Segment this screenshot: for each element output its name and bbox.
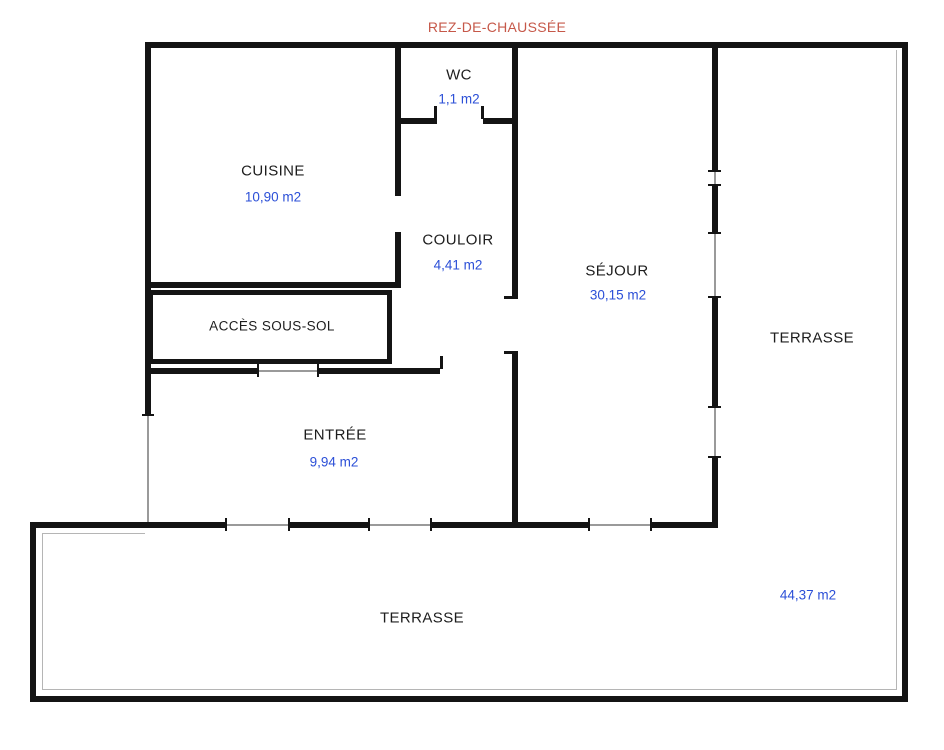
door-jamb-wc bbox=[434, 106, 437, 119]
acces-sous-sol-box bbox=[148, 290, 392, 364]
wall-bottom-seg4 bbox=[652, 522, 718, 528]
window-bottom-3 bbox=[588, 524, 652, 526]
wall-wc-bottom-left bbox=[395, 118, 437, 124]
room-area-sejour: 30,15 m2 bbox=[589, 287, 647, 303]
terrace-wall-left bbox=[30, 522, 36, 702]
window-jamb bbox=[288, 518, 290, 531]
window-jamb bbox=[650, 518, 652, 531]
wall-entree-top-seg2 bbox=[318, 368, 440, 374]
wall-bottom-seg3 bbox=[432, 522, 588, 528]
room-area-wc: 1,1 m2 bbox=[438, 91, 480, 107]
window-bottom-2 bbox=[368, 524, 432, 526]
wall-cuisine-bottom bbox=[145, 282, 401, 288]
wall-cuisine-right-upper bbox=[395, 124, 401, 196]
window-jamb bbox=[708, 170, 721, 172]
wall-sejour-left-upper bbox=[512, 42, 518, 298]
window-jamb bbox=[368, 518, 370, 531]
terrace-wall-topleft bbox=[30, 522, 145, 528]
window-jamb bbox=[588, 518, 590, 531]
window-left bbox=[147, 415, 149, 522]
terrace-wall-right bbox=[902, 42, 908, 702]
window-jamb bbox=[708, 232, 721, 234]
room-area-cuisine: 10,90 m2 bbox=[244, 189, 302, 205]
room-label-cuisine: CUISINE bbox=[241, 162, 305, 180]
window-jamb bbox=[430, 518, 432, 531]
room-area-entree: 9,94 m2 bbox=[309, 454, 359, 470]
room-label-terrasse-right: TERRASSE bbox=[769, 329, 855, 347]
door-jamb-sejour bbox=[504, 296, 518, 299]
wall-bottom-seg1 bbox=[145, 522, 225, 528]
room-label-couloir: COULOIR bbox=[422, 231, 494, 249]
room-label-terrasse-bottom: TERRASSE bbox=[379, 609, 465, 627]
room-area-terrasse-bottom: 44,37 m2 bbox=[779, 587, 837, 603]
window-jamb bbox=[708, 456, 721, 458]
room-label-sejour: SÉJOUR bbox=[585, 262, 649, 280]
wall-cuisine-right-lower bbox=[395, 232, 401, 288]
window-right-3 bbox=[714, 406, 716, 458]
wall-entree-top-seg1 bbox=[145, 368, 258, 374]
terrace-inner-line-topleft bbox=[42, 533, 145, 534]
wall-wc-bottom-right bbox=[483, 118, 518, 124]
terrace-inner-line-right bbox=[896, 50, 897, 690]
window-jamb bbox=[708, 184, 721, 186]
window-right-2 bbox=[714, 232, 716, 298]
window-right-1 bbox=[714, 170, 716, 186]
wall-wc-left bbox=[395, 42, 401, 124]
room-label-wc: WC bbox=[446, 66, 472, 84]
door-jamb-wc bbox=[481, 106, 484, 119]
window-bottom-1 bbox=[225, 524, 290, 526]
window-jamb bbox=[708, 296, 721, 298]
wall-right-seg4 bbox=[712, 458, 718, 528]
wall-right-seg3 bbox=[712, 298, 718, 406]
window-jamb bbox=[317, 364, 319, 377]
window-jamb bbox=[708, 406, 721, 408]
terrace-inner-line-bottom bbox=[42, 689, 897, 690]
plan-title: REZ-DE-CHAUSSÉE bbox=[427, 19, 567, 35]
window-jamb bbox=[225, 518, 227, 531]
door-jamb-sejour bbox=[504, 351, 518, 354]
wall-right-seg2 bbox=[712, 186, 718, 232]
window-jamb bbox=[142, 414, 154, 416]
terrace-wall-bottom bbox=[30, 696, 908, 702]
window-entree-top bbox=[258, 370, 318, 372]
wall-left-upper bbox=[145, 42, 151, 415]
wall-bottom-seg2 bbox=[290, 522, 368, 528]
wall-top bbox=[145, 42, 908, 48]
room-label-acces-sous-sol: ACCÈS SOUS-SOL bbox=[209, 318, 335, 334]
room-label-entree: ENTRÉE bbox=[303, 426, 367, 444]
window-jamb bbox=[257, 364, 259, 377]
room-area-couloir: 4,41 m2 bbox=[433, 257, 483, 273]
wall-right-seg1 bbox=[712, 42, 718, 170]
terrace-inner-line-left bbox=[42, 534, 43, 690]
wall-sejour-left-lower bbox=[512, 352, 518, 528]
door-jamb-entree bbox=[440, 356, 443, 369]
